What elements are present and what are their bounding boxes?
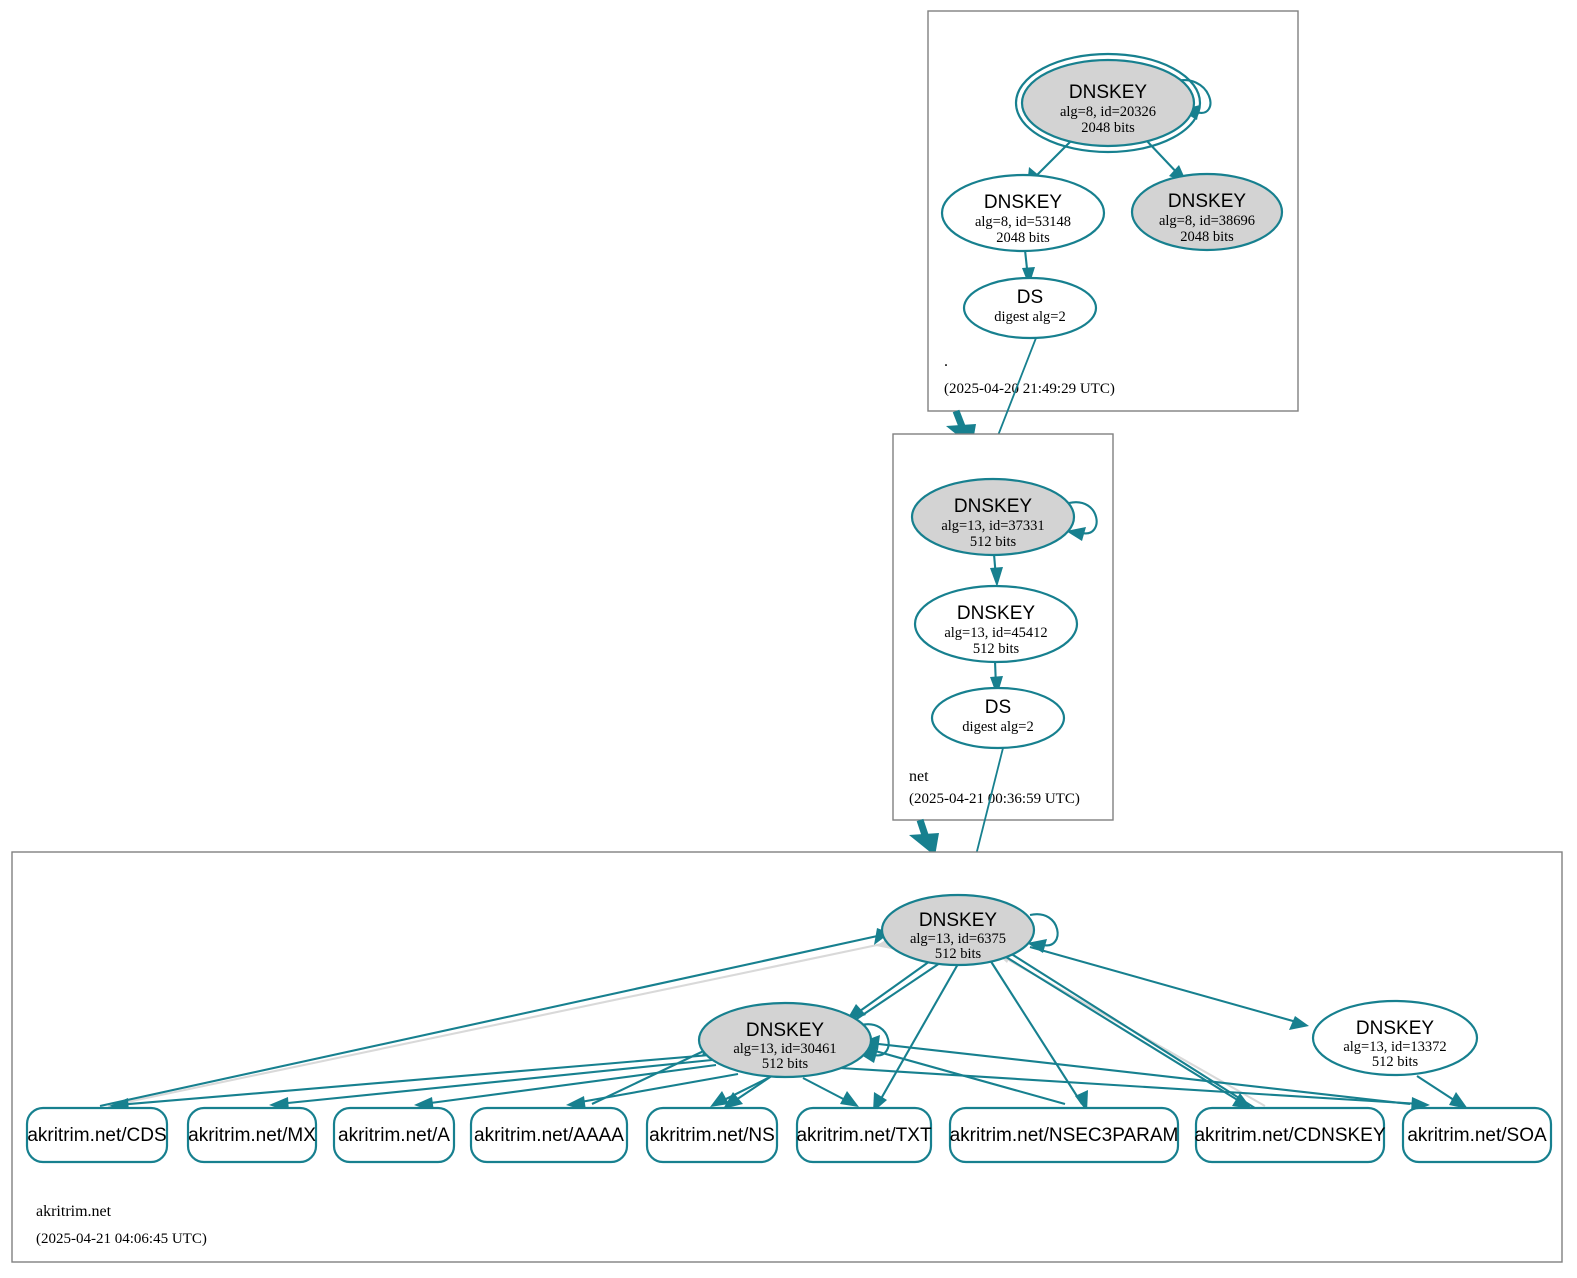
edge-ak-6375-self [1029,913,1059,947]
node-ak-dnskey-30461: DNSKEY alg=13, id=30461 512 bits [697,1001,873,1079]
arrowhead-net-45412 [990,567,1003,587]
rr-label: akritrim.net/NSEC3PARAM [950,1125,1179,1146]
node-ak-dnskey-13372: DNSKEY alg=13, id=13372 512 bits [1311,999,1479,1077]
arrowhead-net-37331-self [1066,527,1086,541]
node-line1: digest alg=2 [962,719,1033,735]
node-line1: alg=13, id=37331 [941,518,1044,534]
edge-nsec3param-to-ak-30461 [867,1047,1066,1106]
node-net-dnskey-45412: DNSKEY alg=13, id=45412 512 bits [913,584,1079,664]
rr-label: akritrim.net/A [338,1125,450,1146]
node-line2: 512 bits [973,641,1020,657]
node-root-dnskey-53148: DNSKEY alg=8, id=53148 2048 bits [940,173,1106,253]
edge-ak-6375-to-txt [877,963,959,1105]
node-title: DNSKEY [746,1020,824,1041]
arrowhead-net-ds [990,676,1003,696]
edge-ak-30461-self [860,1023,890,1057]
node-line2: 2048 bits [1180,229,1234,245]
node-net-dnskey-37331: DNSKEY alg=13, id=37331 512 bits [910,477,1076,557]
rr-label: akritrim.net/CDS [27,1125,166,1146]
rr-box-mx[interactable]: akritrim.net/MX [186,1106,318,1164]
rr-box-ns[interactable]: akritrim.net/NS [645,1106,779,1164]
node-line1: alg=13, id=30461 [733,1041,836,1057]
node-root-dnskey-38696: DNSKEY alg=8, id=38696 2048 bits [1130,172,1284,252]
zone-timestamp-akritrim: (2025-04-21 04:06:45 UTC) [36,1231,207,1247]
node-line1: alg=13, id=6375 [910,931,1006,947]
edge-cds-to-ak-6375 [99,933,883,1108]
arrowhead-ak-13372-from-6375 [1289,1016,1309,1030]
zone-label-akritrim: akritrim.net [36,1203,112,1220]
node-line2: 512 bits [1372,1054,1419,1070]
arrowhead-cluster-akritrim [909,833,939,856]
node-root-ds: DS digest alg=2 [962,276,1098,340]
rr-label: akritrim.net/NS [649,1125,775,1146]
rr-box-soa[interactable]: akritrim.net/SOA [1401,1106,1553,1164]
zone-timestamp-root: (2025-04-20 21:49:29 UTC) [944,381,1115,397]
edge-ak-6375-to-cdnskey [1005,956,1245,1105]
edge-ak-30461-to-mx [277,1058,713,1106]
edge-net-37331-self [1068,501,1098,535]
edge-root-20326-self [1171,79,1212,114]
node-line2: 512 bits [970,534,1017,550]
rr-label: akritrim.net/CDNSKEY [1194,1125,1385,1146]
arrowhead-txt-from-30461 [840,1091,859,1107]
zone-label-root: . [944,353,948,370]
arrowhead-soa-from-13372 [1449,1092,1468,1109]
arrowhead-nsec3param-from-6375 [1075,1090,1088,1112]
node-title: DNSKEY [919,910,997,931]
rr-label: akritrim.net/TXT [796,1125,932,1146]
node-line1: alg=13, id=45412 [944,625,1047,641]
node-title: DNSKEY [1168,191,1246,212]
rr-label: akritrim.net/AAAA [474,1125,624,1146]
node-ak-dnskey-6375: DNSKEY alg=13, id=6375 512 bits [880,893,1036,967]
edge-ak-30461-to-ns [717,1077,769,1104]
edge-ak-6375-to-30461 [852,960,931,1017]
rr-label: akritrim.net/MX [188,1125,316,1146]
rr-box-a[interactable]: akritrim.net/A [332,1106,456,1164]
node-net-ds: DS digest alg=2 [930,686,1066,750]
rr-box-cdnskey[interactable]: akritrim.net/CDNSKEY [1194,1106,1386,1164]
zone-label-net: net [909,768,929,785]
node-title: DNSKEY [957,603,1035,624]
edge-aaaa-to-ak-30461 [591,1047,711,1105]
arrowhead-ns-from-6375 [723,1092,743,1109]
node-line2: 512 bits [762,1056,809,1072]
node-line1: alg=8, id=20326 [1060,104,1156,120]
zone-timestamp-net: (2025-04-21 00:36:59 UTC) [909,791,1080,807]
edge-ak-30461-to-a [422,1063,717,1106]
edge-ak-6375-to-nsec3param [989,959,1083,1105]
edge-soa-to-ak-30461 [869,1041,1411,1106]
node-line2: 512 bits [935,946,982,962]
edge-root-20326-to-53148 [1031,140,1072,181]
node-line1: alg=13, id=13372 [1343,1039,1446,1055]
node-title: DNSKEY [1069,82,1147,103]
rr-box-txt[interactable]: akritrim.net/TXT [795,1106,933,1164]
node-title: DS [1017,287,1043,308]
node-title: DNSKEY [1356,1018,1434,1039]
edge-ak-6375-to-13372 [1029,945,1301,1025]
node-line1: alg=8, id=38696 [1159,213,1255,229]
arrowhead-ns-from-30461 [710,1091,729,1107]
rr-box-cds[interactable]: akritrim.net/CDS [25,1106,169,1164]
node-line2: 2048 bits [1081,120,1135,136]
rr-box-nsec3param[interactable]: akritrim.net/NSEC3PARAM [948,1106,1180,1164]
edge-ak-30461-to-cds [117,1053,711,1107]
node-line1: alg=8, id=53148 [975,214,1071,230]
node-title: DS [985,697,1011,718]
node-line1: digest alg=2 [994,309,1065,325]
node-line2: 2048 bits [996,230,1050,246]
edge-ak-30461-to-soa [839,1066,1421,1106]
node-title: DNSKEY [954,496,1032,517]
node-root-dnskey-20326: DNSKEY alg=8, id=20326 2048 bits [1014,52,1202,154]
arrowhead-cdnskey-from-6375 [1232,1093,1252,1109]
rr-label: akritrim.net/SOA [1407,1125,1547,1146]
rr-box-aaaa[interactable]: akritrim.net/AAAA [469,1106,629,1164]
edge-gray-cds-to-ak-ksk [107,942,883,1108]
node-title: DNSKEY [984,192,1062,213]
arrowhead-root-ds [1022,267,1035,286]
